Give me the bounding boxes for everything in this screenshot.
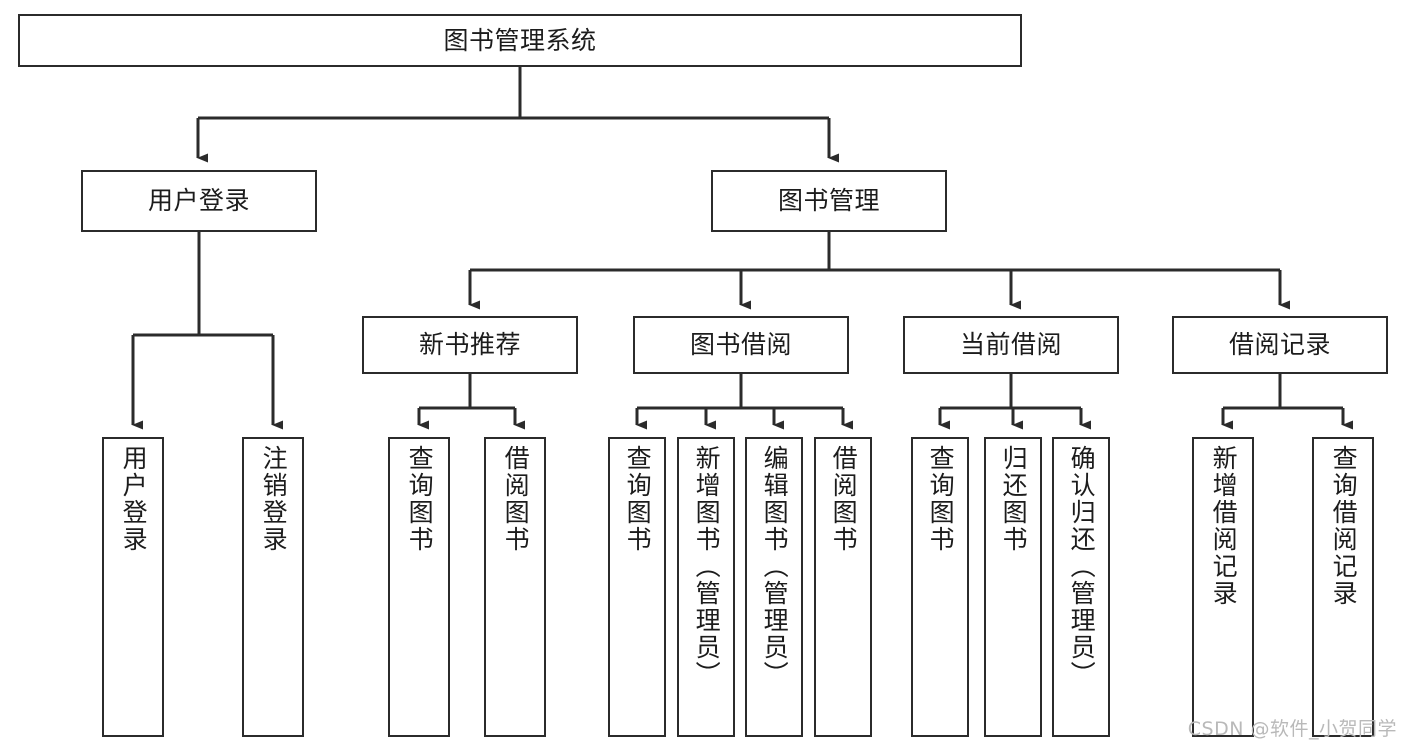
node-book-management[interactable]: 图书管理 — [711, 170, 947, 232]
node-leaf-user-logout[interactable]: 注销登录 — [242, 437, 304, 737]
node-book-borrowing[interactable]: 图书借阅 — [633, 316, 849, 374]
node-borrowing-records[interactable]: 借阅记录 — [1172, 316, 1388, 374]
node-leaf-query-borrow-record[interactable]: 查询借阅记录 — [1312, 437, 1374, 737]
node-leaf-query-books-current[interactable]: 查询图书 — [911, 437, 969, 737]
node-current-borrowing[interactable]: 当前借阅 — [903, 316, 1119, 374]
node-label: 图书管理 — [777, 186, 880, 216]
node-label: 查询图书 — [623, 445, 653, 553]
node-leaf-return-book[interactable]: 归还图书 — [984, 437, 1042, 737]
node-label: 用户登录 — [147, 186, 250, 216]
node-leaf-confirm-return-admin[interactable]: 确认归还（管理员） — [1052, 437, 1110, 737]
node-leaf-query-books-recommend[interactable]: 查询图书 — [388, 437, 450, 737]
node-label: 新增图书（管理员） — [692, 445, 722, 688]
node-label: 新书推荐 — [418, 330, 521, 360]
node-leaf-borrow-book[interactable]: 借阅图书 — [814, 437, 872, 737]
node-root-system[interactable]: 图书管理系统 — [18, 14, 1022, 67]
node-label: 借阅记录 — [1228, 330, 1331, 360]
node-label: 借阅图书 — [501, 445, 531, 553]
node-label: 借阅图书 — [829, 445, 859, 553]
node-leaf-edit-book-admin[interactable]: 编辑图书（管理员） — [745, 437, 803, 737]
node-label: 查询图书 — [926, 445, 956, 553]
node-label: 图书管理系统 — [443, 25, 597, 55]
node-label: 当前借阅 — [959, 330, 1062, 360]
csdn-watermark: CSDN @软件_小贺同学 — [1187, 718, 1397, 740]
node-label: 注销登录 — [259, 445, 289, 553]
node-leaf-add-borrow-record[interactable]: 新增借阅记录 — [1192, 437, 1254, 737]
node-leaf-query-books-borrow[interactable]: 查询图书 — [608, 437, 666, 737]
node-leaf-add-book-admin[interactable]: 新增图书（管理员） — [677, 437, 735, 737]
node-new-book-recommendation[interactable]: 新书推荐 — [362, 316, 578, 374]
node-label: 用户登录 — [119, 445, 149, 553]
node-label: 新增借阅记录 — [1209, 445, 1239, 607]
node-user-login[interactable]: 用户登录 — [81, 170, 317, 232]
node-leaf-borrow-books-recommend[interactable]: 借阅图书 — [484, 437, 546, 737]
node-label: 编辑图书（管理员） — [760, 445, 790, 688]
node-leaf-user-login[interactable]: 用户登录 — [102, 437, 164, 737]
node-label: 归还图书 — [999, 445, 1029, 553]
node-label: 确认归还（管理员） — [1067, 445, 1097, 688]
node-label: 查询借阅记录 — [1329, 445, 1359, 607]
node-label: 图书借阅 — [689, 330, 792, 360]
node-label: 查询图书 — [405, 445, 435, 553]
